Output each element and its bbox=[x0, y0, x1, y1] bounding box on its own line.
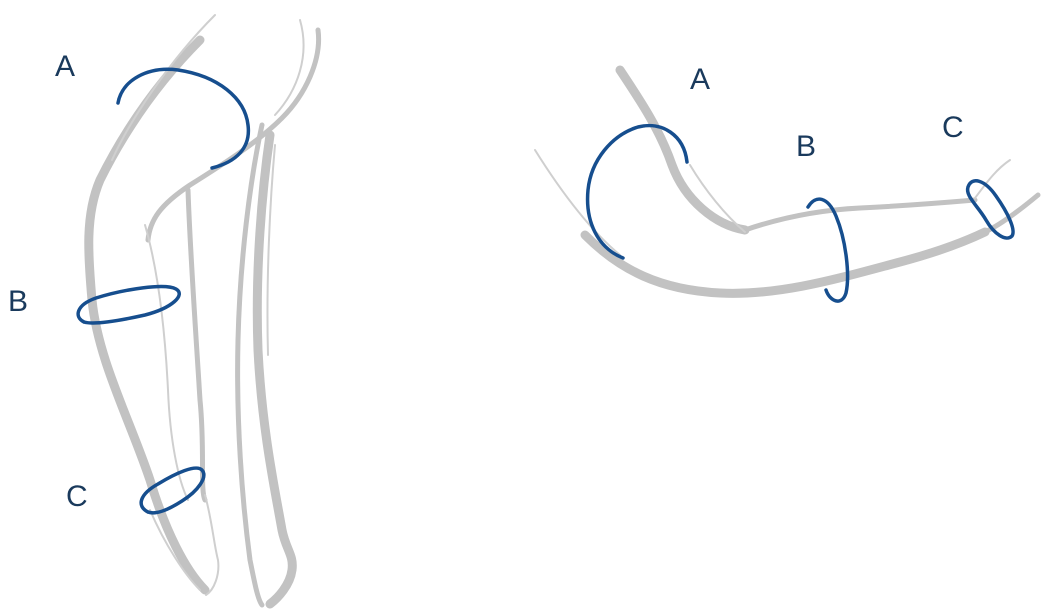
leg-label-a: A bbox=[55, 50, 75, 83]
arm-shoulder-thin bbox=[535, 150, 620, 255]
front-leg-shin bbox=[188, 190, 205, 500]
leg-label-b: B bbox=[8, 285, 28, 318]
arm-underside bbox=[585, 232, 985, 293]
front-leg-inner bbox=[145, 225, 188, 500]
arm-label-a: A bbox=[690, 63, 710, 96]
arm-figure bbox=[535, 70, 1038, 293]
back-leg-rear bbox=[257, 135, 292, 604]
arm-forearm-top bbox=[745, 200, 975, 230]
front-foot bbox=[205, 495, 218, 595]
leg-figure bbox=[89, 15, 319, 605]
arm-label-c: C bbox=[942, 111, 964, 144]
leg-rings bbox=[78, 69, 248, 513]
arm-label-b: B bbox=[796, 130, 816, 163]
leg-label-c: C bbox=[66, 480, 88, 513]
